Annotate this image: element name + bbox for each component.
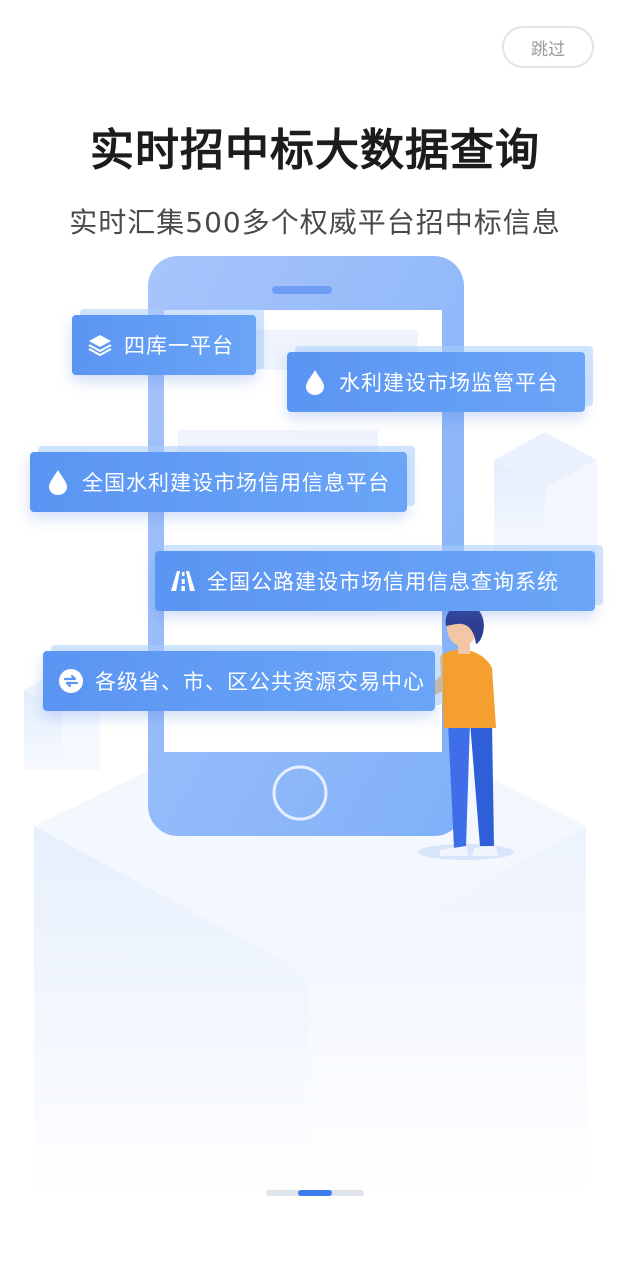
water-drop-icon [301,368,329,396]
page-subtitle: 实时汇集500多个权威平台招中标信息 [69,206,561,239]
layers-icon [86,331,114,359]
water-drop-icon [44,468,72,496]
platform-right [310,826,586,1200]
tag-water-market-supervision: 水利建设市场监管平台 [287,352,585,412]
page-indicator-active [298,1190,332,1196]
tag-highway-credit-query: 全国公路建设市场信用信息查询系统 [155,551,595,611]
tag-water-credit-info: 全国水利建设市场信用信息平台 [30,452,407,512]
tag-label: 全国公路建设市场信用信息查询系统 [207,570,559,594]
exchange-icon [57,667,85,695]
road-icon [169,567,197,595]
tag-four-libraries-one-platform: 四库一平台 [72,315,256,375]
tag-label: 水利建设市场监管平台 [339,371,559,395]
page-title: 实时招中标大数据查询 [90,125,540,176]
tag-label: 全国水利建设市场信用信息平台 [82,471,390,495]
tag-label: 四库一平台 [124,334,234,358]
skip-button[interactable]: 跳过 [502,26,594,68]
platform-left [34,826,310,1200]
page-indicator [266,1190,364,1196]
tag-label: 各级省、市、区公共资源交易中心 [95,670,425,694]
tag-public-resource-exchange: 各级省、市、区公共资源交易中心 [43,651,435,711]
